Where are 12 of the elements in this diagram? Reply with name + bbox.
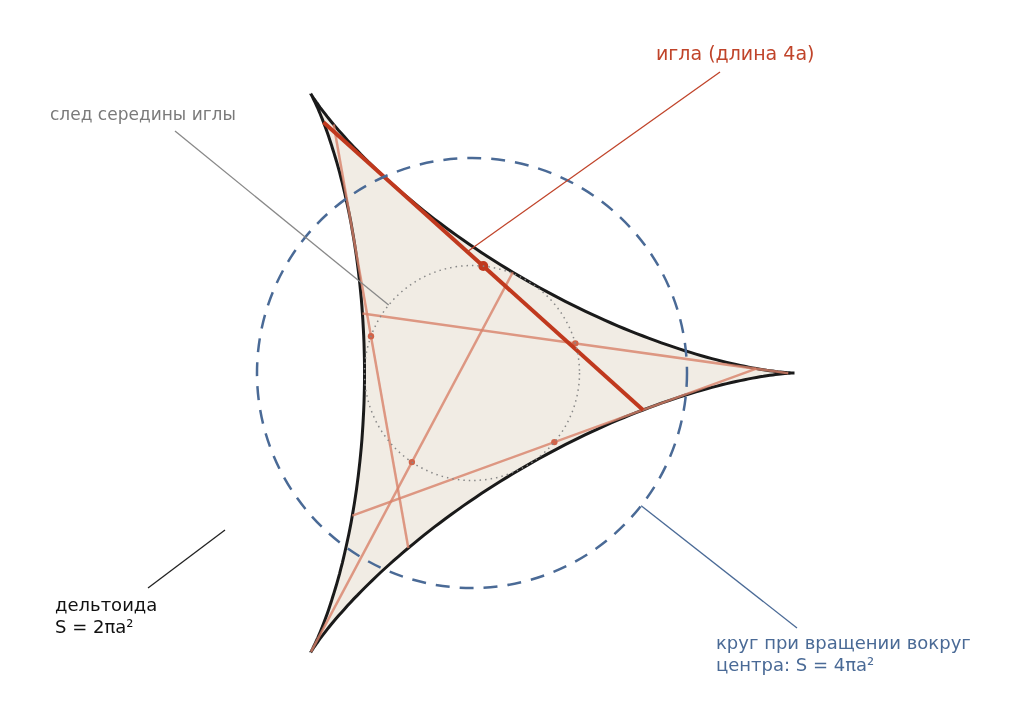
rotation-circle xyxy=(255,156,689,590)
leader-line xyxy=(640,505,798,629)
midpoint-circle xyxy=(363,264,581,482)
leader-line xyxy=(174,130,390,306)
midpoint-trace-label: след середины иглы xyxy=(50,103,236,125)
needle-label: игла (длина 4a) xyxy=(656,42,815,64)
area-formula: S = 2πa² xyxy=(55,616,135,638)
rotation-circle-label: круг при вращении вокруг центра: S = 4πa² xyxy=(716,632,972,676)
leader-line xyxy=(147,529,226,589)
needle xyxy=(322,120,645,412)
leader-line xyxy=(466,71,721,253)
deltoid-label: дельтоида xyxy=(55,594,158,616)
